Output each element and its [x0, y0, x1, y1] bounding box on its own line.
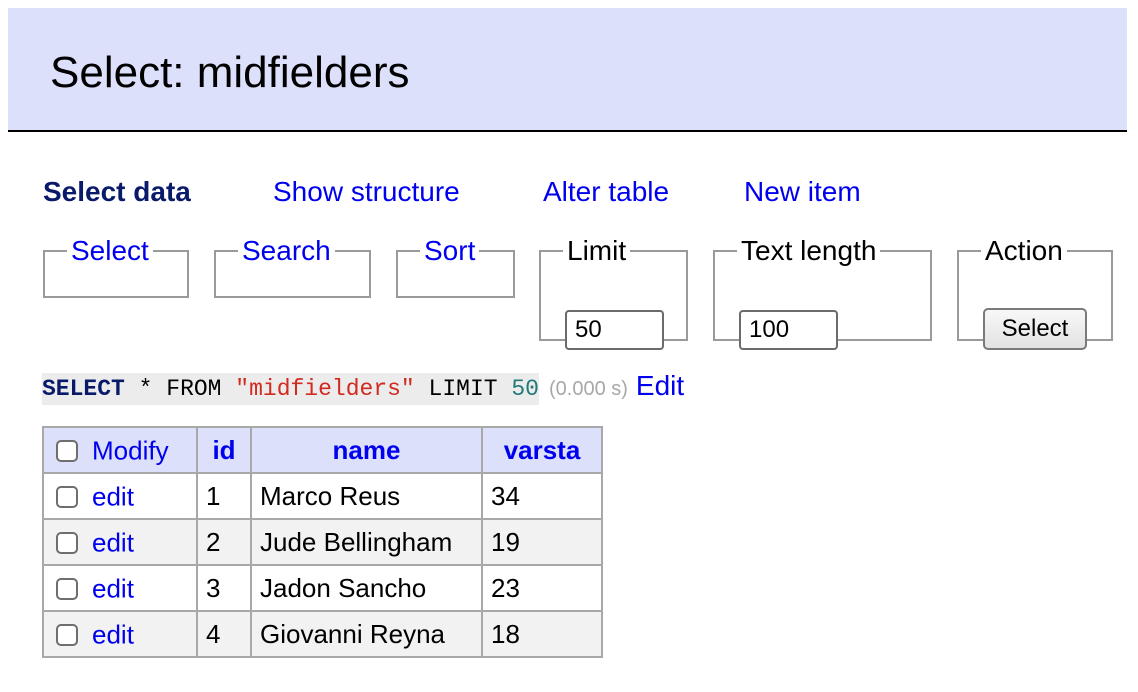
row-select-cell: edit [42, 472, 198, 520]
results-table: Modify id name varsta edit 1 Marco Reus … [42, 426, 603, 658]
select-button[interactable]: Select [983, 308, 1087, 350]
row-select-cell: edit [42, 610, 198, 658]
table-row: edit 4 Giovanni Reyna 18 [42, 610, 603, 658]
nav-new-item[interactable]: New item [744, 176, 861, 207]
name-cell: Giovanni Reyna [250, 610, 483, 658]
row-select-cell: edit [42, 564, 198, 612]
row-checkbox[interactable] [56, 485, 78, 508]
select-all-checkbox[interactable] [56, 439, 78, 462]
search-fieldset: Search [214, 236, 371, 298]
row-edit-link[interactable]: edit [92, 619, 134, 650]
row-edit-link[interactable]: edit [92, 481, 134, 512]
row-checkbox[interactable] [56, 577, 78, 600]
action-legend: Action [985, 235, 1063, 266]
sort-fieldset: Sort [396, 236, 515, 298]
page-title: Select: midfielders [50, 48, 410, 97]
table-row: edit 1 Marco Reus 34 [42, 472, 603, 520]
modify-header: Modify [42, 426, 198, 474]
id-cell: 2 [196, 518, 252, 566]
varsta-cell: 18 [481, 610, 603, 658]
id-column-header[interactable]: id [196, 426, 252, 474]
name-cell: Jadon Sancho [250, 564, 483, 612]
query-time: (0.000 s) [548, 378, 628, 400]
id-cell: 3 [196, 564, 252, 612]
text-length-legend: Text length [741, 235, 877, 266]
select-legend-link[interactable]: Select [71, 235, 149, 266]
nav-alter-table[interactable]: Alter table [543, 176, 670, 207]
limit-legend: Limit [567, 235, 627, 266]
modify-link[interactable]: Modify [92, 435, 169, 466]
edit-query-link[interactable]: Edit [635, 370, 685, 401]
id-cell: 4 [196, 610, 252, 658]
limit-fieldset: Limit 50 [539, 235, 688, 350]
limit-input[interactable]: 50 [565, 310, 664, 350]
nav-show-structure[interactable]: Show structure [273, 176, 460, 207]
nav-select-data: Select data [43, 176, 191, 207]
row-select-cell: edit [42, 518, 198, 566]
row-checkbox[interactable] [56, 623, 78, 646]
name-column-header[interactable]: name [250, 426, 483, 474]
page-header: Select: midfielders [8, 8, 1127, 132]
select-fieldset: Select [43, 236, 189, 298]
name-cell: Jude Bellingham [250, 518, 483, 566]
row-checkbox[interactable] [56, 531, 78, 554]
table-row: edit 3 Jadon Sancho 23 [42, 564, 603, 612]
table-row: edit 2 Jude Bellingham 19 [42, 518, 603, 566]
table-header-row: Modify id name varsta [42, 426, 603, 474]
sql-code: SELECT * FROM "midfielders" LIMIT 50 [42, 373, 539, 405]
text-length-fieldset: Text length 100 [713, 235, 932, 350]
id-cell: 1 [196, 472, 252, 520]
varsta-column-header[interactable]: varsta [481, 426, 603, 474]
row-edit-link[interactable]: edit [92, 573, 134, 604]
row-edit-link[interactable]: edit [92, 527, 134, 558]
sql-query-line: SELECT * FROM "midfielders" LIMIT 50 (0.0… [42, 368, 685, 405]
varsta-cell: 23 [481, 564, 603, 612]
sort-legend-link[interactable]: Sort [424, 235, 476, 266]
action-fieldset: Action Select [957, 235, 1113, 350]
text-length-input[interactable]: 100 [739, 310, 838, 350]
search-legend-link[interactable]: Search [242, 235, 331, 266]
varsta-cell: 34 [481, 472, 603, 520]
varsta-cell: 19 [481, 518, 603, 566]
name-cell: Marco Reus [250, 472, 483, 520]
